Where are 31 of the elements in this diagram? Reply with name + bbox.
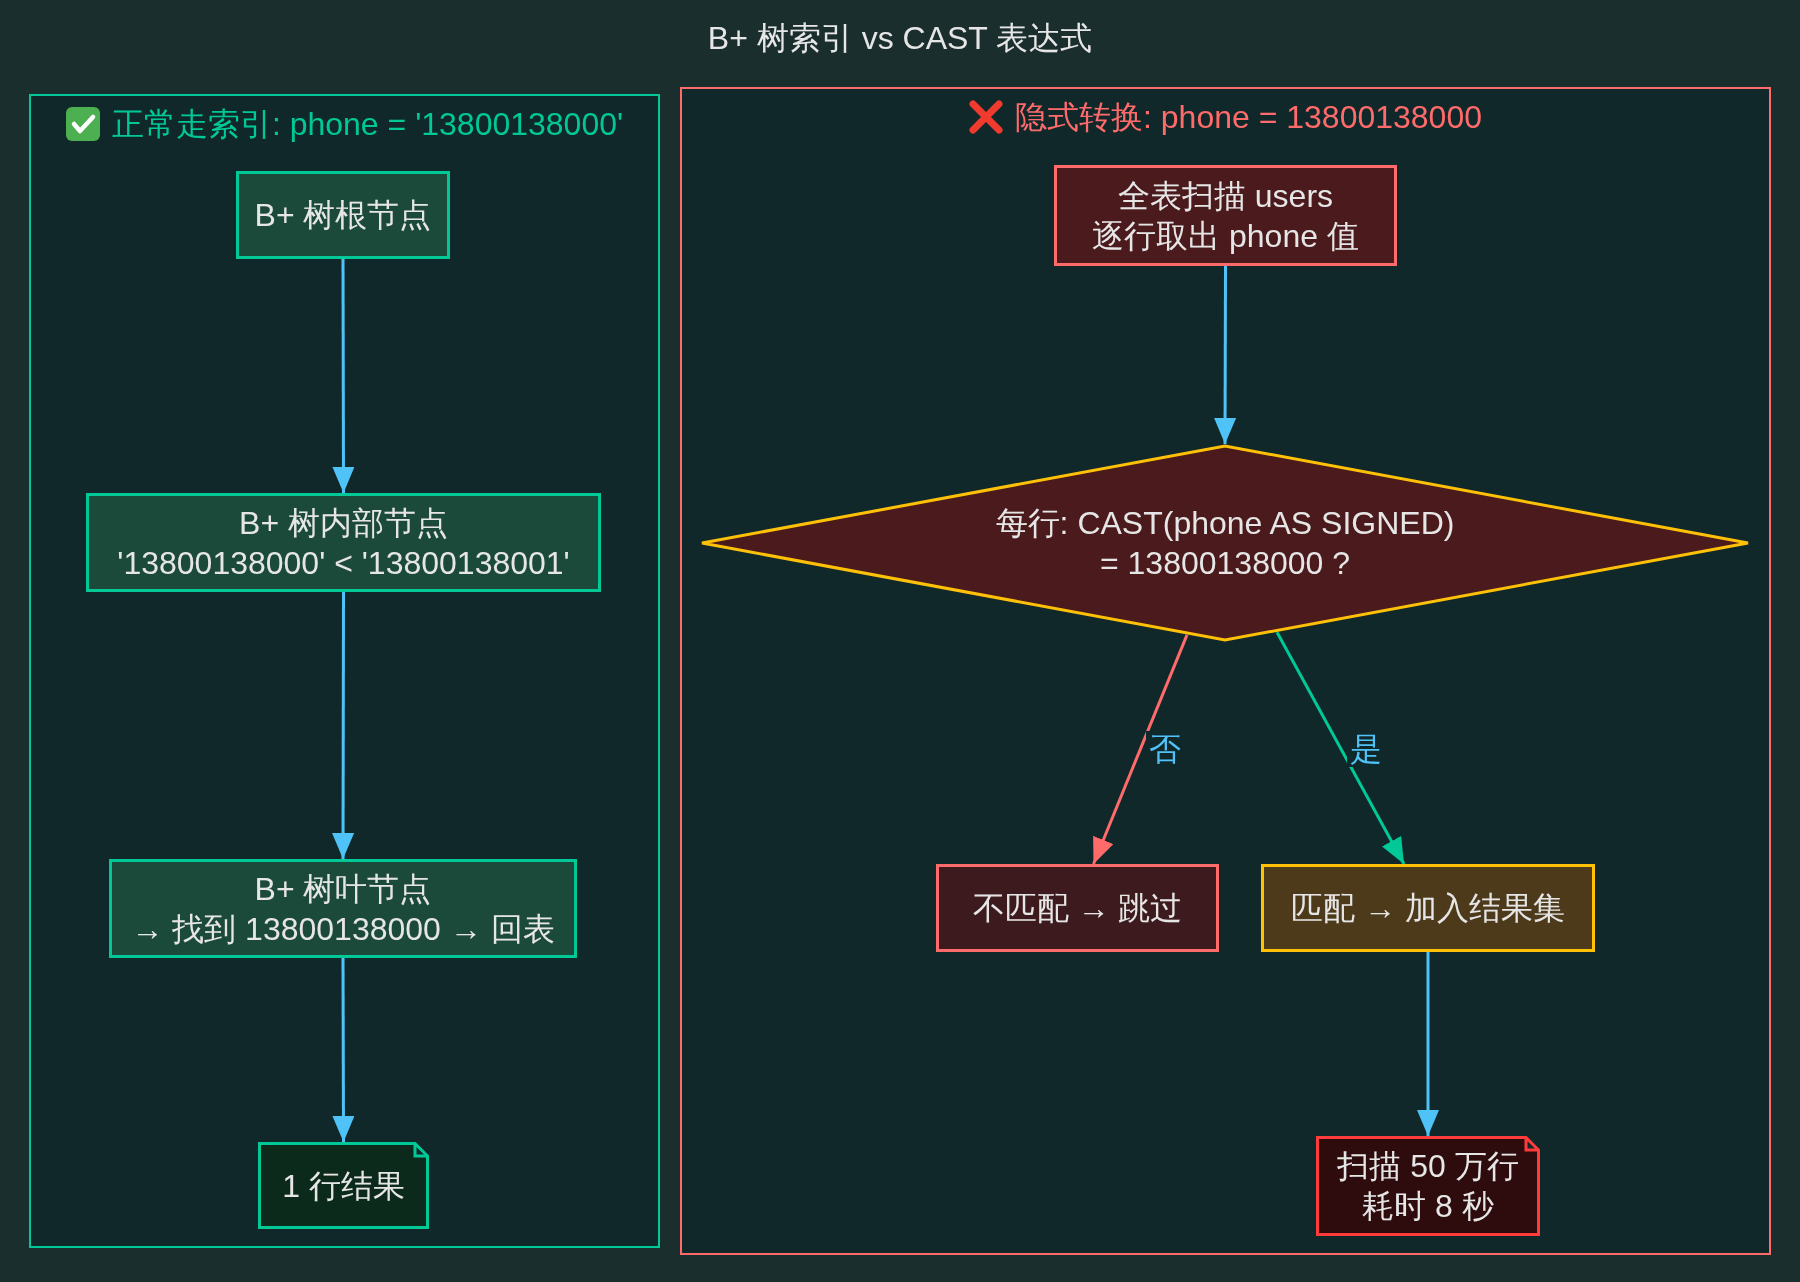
cluster-panel bbox=[29, 94, 660, 1248]
note-box bbox=[258, 1142, 429, 1229]
process-box bbox=[109, 859, 577, 958]
decision-diamond bbox=[700, 444, 1750, 642]
cluster-panel bbox=[680, 87, 1771, 1255]
cluster-title: 正常走索引: phone = '13800138000' bbox=[111, 105, 624, 144]
arrow bbox=[1092, 634, 1189, 865]
node-label: 匹配 → 加入结果集 bbox=[1291, 889, 1565, 928]
process-box bbox=[1261, 864, 1595, 952]
node-label: 不匹配 → 跳过 bbox=[972, 889, 1183, 928]
node-label: 每行: CAST(phone AS SIGNED) = 13800138000 ? bbox=[995, 504, 1455, 583]
process-box bbox=[86, 493, 601, 592]
process-box bbox=[936, 864, 1219, 952]
process-box bbox=[236, 171, 450, 259]
node-label: 1 行结果 bbox=[282, 1166, 405, 1206]
node-label: B+ 树叶节点 → 找到 13800138000 → 回表 bbox=[131, 869, 555, 949]
node-label: 扫描 50 万行耗时 8 秒 bbox=[1336, 1147, 1520, 1226]
arrow bbox=[1417, 952, 1439, 1136]
arrow bbox=[1214, 266, 1237, 444]
arrow bbox=[1275, 631, 1406, 865]
cluster-title: 隐式转换: phone = 13800138000 bbox=[1015, 98, 1482, 137]
node-label: 全表扫描 users 逐行取出 phone 值 bbox=[1092, 176, 1359, 256]
node-label: B+ 树根节点 bbox=[254, 196, 432, 235]
process-box bbox=[1054, 165, 1397, 266]
arrow bbox=[332, 958, 355, 1142]
arrow bbox=[332, 259, 355, 493]
note-box bbox=[1316, 1136, 1540, 1236]
edge-label: 否 bbox=[1146, 731, 1184, 767]
node-label: B+ 树内部节点 '13800138000' < '13800138001' bbox=[117, 503, 570, 583]
arrow bbox=[332, 592, 355, 859]
diagram-title: B+ 树索引 vs CAST 表达式 bbox=[707, 20, 1093, 56]
